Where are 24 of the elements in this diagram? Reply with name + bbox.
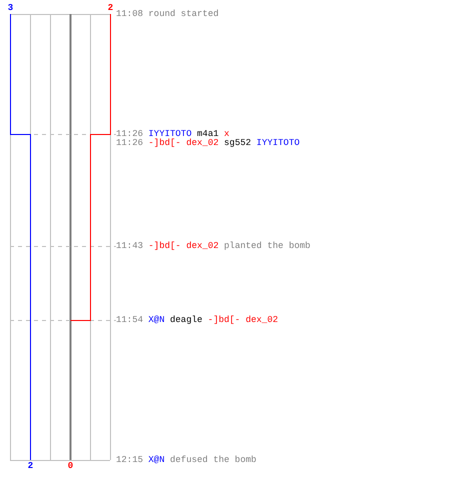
player-count: 2 (108, 4, 114, 13)
player-name: X@N (148, 315, 165, 325)
player-count: 3 (8, 4, 14, 13)
kill-mark: x (224, 129, 230, 139)
player-count: 2 (28, 462, 34, 471)
player-name: -]bd[- dex_02 (148, 241, 219, 251)
event-text: planted the bomb (224, 241, 310, 251)
player-name: IYYITOTO (148, 129, 192, 139)
weapon-name: sg552 (224, 138, 252, 148)
player-name: IYYITOTO (256, 138, 300, 148)
timestamp: 12:15 (116, 455, 144, 465)
timestamp: 11:08 (116, 9, 144, 19)
timestamp: 11:43 (116, 241, 144, 251)
event-text: round started (148, 9, 219, 19)
event-text: defused the bomb (170, 455, 256, 465)
weapon-name: m4a1 (197, 129, 219, 139)
player-count: 0 (68, 462, 74, 471)
timestamp: 11:26 (116, 129, 144, 139)
player-name: X@N (148, 455, 165, 465)
player-name: -]bd[- dex_02 (148, 138, 219, 148)
timestamp: 11:54 (116, 315, 144, 325)
weapon-name: deagle (170, 315, 202, 325)
player-name: -]bd[- dex_02 (208, 315, 278, 325)
timestamp: 11:26 (116, 138, 144, 148)
